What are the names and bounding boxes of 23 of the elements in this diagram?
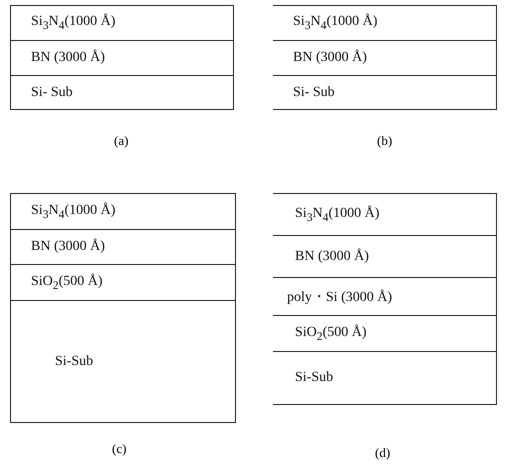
layer-label: Si$_{3}$N$_{4}$(1000 Å)	[295, 206, 380, 224]
layer-label: BN (3000 Å)	[31, 239, 105, 255]
layer-label: poly・Si (3000 Å)	[287, 288, 392, 306]
layer-label: Si- Sub	[293, 84, 335, 100]
layer-label: BN (3000 Å)	[295, 248, 369, 264]
layer-label: Si$_{3}$N$_{4}$(1000 Å)	[31, 14, 116, 32]
layer-stack	[10, 193, 236, 423]
layer-stack	[273, 193, 497, 405]
layer-stack	[10, 5, 234, 110]
panel-caption: (c)	[112, 441, 126, 457]
panel-caption: (b)	[377, 133, 392, 149]
panel-caption: (a)	[114, 133, 128, 149]
layer-label: Si-Sub	[295, 370, 334, 386]
layer-stack	[273, 5, 497, 110]
layer-label: Si-Sub	[55, 354, 94, 370]
layer-label: Si- Sub	[31, 84, 73, 100]
layer-label: SiO$_{2}$(500 Å)	[295, 324, 367, 342]
layer-label: Si$_{3}$N$_{4}$(1000 Å)	[293, 14, 378, 32]
panel-caption: (d)	[375, 445, 390, 461]
layer-label: BN (3000 Å)	[293, 50, 367, 66]
layer-label: BN (3000 Å)	[31, 50, 105, 66]
layer-label: SiO$_{2}$(500 Å)	[31, 274, 103, 292]
layer-label: Si$_{3}$N$_{4}$(1000 Å)	[31, 202, 116, 220]
